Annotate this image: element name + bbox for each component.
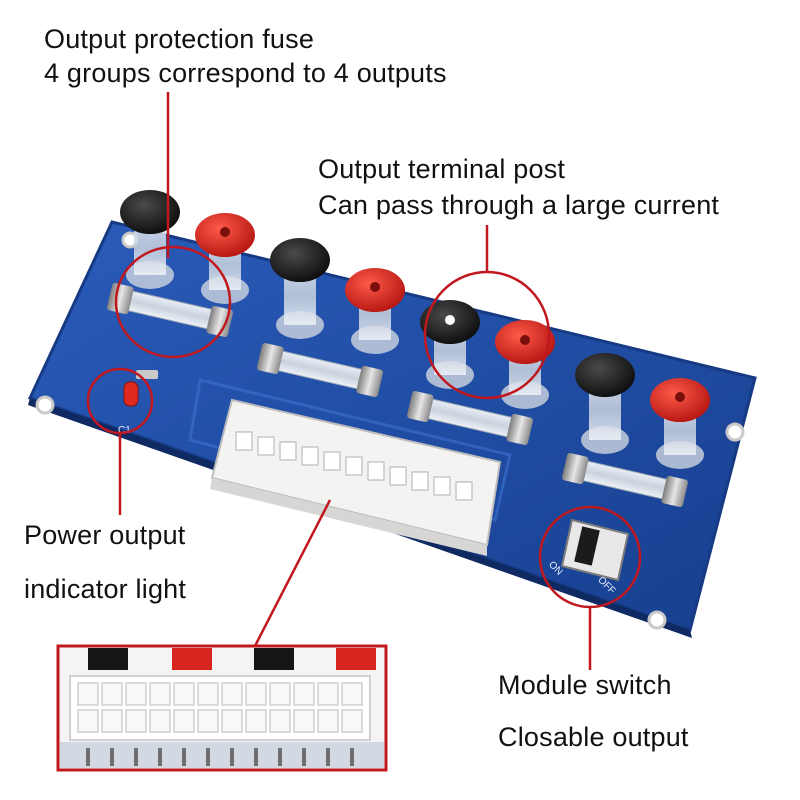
- fuse: [107, 283, 233, 337]
- binding-post-black: [120, 190, 180, 289]
- fuse-callout-line2: 4 groups correspond to 4 outputs: [44, 57, 447, 88]
- slide-switch: [560, 518, 630, 582]
- indicator-callout-line2: indicator light: [24, 573, 187, 604]
- callout-markers: [86, 92, 642, 670]
- indicator-callout-line1: Power output: [24, 520, 186, 550]
- inset-pin-grid: [77, 682, 363, 733]
- binding-post-red: [195, 213, 255, 304]
- switch-callout-line2: Closable output: [498, 721, 689, 752]
- switch-callout: Module switch Closable output: [498, 670, 689, 754]
- fuse: [407, 391, 533, 445]
- inset-solder-pins: [86, 748, 354, 766]
- binding-post-red: [495, 320, 555, 409]
- inset-post-tops: [88, 648, 376, 670]
- binding-posts: [120, 190, 710, 469]
- binding-post-black: [270, 238, 330, 339]
- fuse-callout: Output protection fuse 4 groups correspo…: [44, 24, 447, 90]
- connector-zoom-inset: [56, 644, 388, 772]
- switch-callout-line1: Module switch: [498, 670, 672, 700]
- board-trace: [188, 378, 512, 522]
- fuse-callout-line1: Output protection fuse: [44, 24, 315, 54]
- binding-post-black: [420, 300, 480, 389]
- indicator-silkscreen: C1: [118, 425, 131, 436]
- fuse: [562, 453, 688, 507]
- terminal-callout-line1: Output terminal post: [318, 154, 566, 184]
- led: [123, 370, 158, 407]
- terminal-callout: Output terminal post Can pass through a …: [318, 154, 719, 222]
- binding-post-black: [575, 353, 635, 454]
- indicator-callout: Power output indicator light: [24, 520, 186, 606]
- binding-post-red: [650, 378, 710, 469]
- fuse: [257, 343, 383, 397]
- mounting-holes: [35, 231, 745, 630]
- atx-connector: [210, 398, 502, 556]
- binding-post-red: [345, 268, 405, 354]
- terminal-callout-line2: Can pass through a large current: [318, 189, 720, 220]
